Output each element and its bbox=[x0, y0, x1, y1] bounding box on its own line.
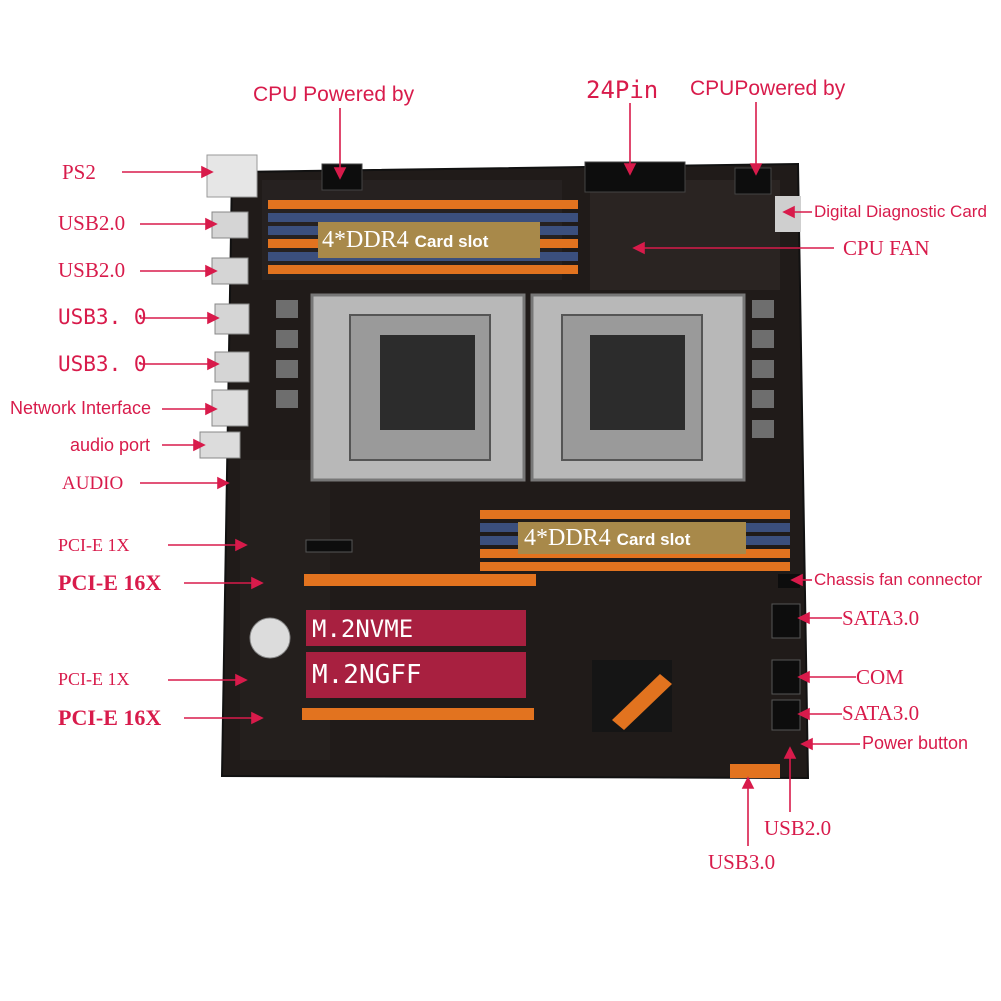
usb30-label-a: USB3. 0 bbox=[58, 305, 147, 329]
ps2-port bbox=[206, 154, 258, 198]
diag-card-label: Digital Diagnostic Card bbox=[814, 202, 987, 221]
ps2-label: PS2 bbox=[62, 160, 96, 184]
m2-nvme-label: M.2NVME bbox=[312, 615, 414, 643]
pcie-16x-slot-a bbox=[304, 574, 536, 586]
sata-label-b: SATA3.0 bbox=[842, 701, 920, 725]
usb30-port-a bbox=[214, 303, 250, 335]
sata-connector-b bbox=[771, 699, 801, 731]
sata-label-a: SATA3.0 bbox=[842, 606, 920, 630]
ddr-middle-overlay bbox=[518, 522, 746, 554]
cpu-fan-label: CPU FAN bbox=[843, 236, 930, 260]
usb30-bottom-label: USB3.0 bbox=[708, 850, 776, 874]
pcie-16x-slot-b bbox=[302, 708, 534, 720]
pcie-1x-label-b: PCI-E 1X bbox=[58, 669, 130, 689]
sata-connector-a bbox=[771, 603, 801, 639]
pcie-16x-label-a: PCI-E 16X bbox=[58, 570, 162, 595]
audio-port-label: audio port bbox=[70, 435, 151, 455]
usb30-label-b: USB3. 0 bbox=[58, 352, 147, 376]
usb20-bottom-label: USB2.0 bbox=[764, 816, 832, 840]
audio-label: AUDIO bbox=[62, 473, 124, 494]
pcie-1x-slot-a bbox=[305, 539, 353, 553]
24pin-label: 24Pin bbox=[586, 76, 659, 104]
cpu-power-right-label: CPUPowered by bbox=[690, 77, 846, 100]
com-header bbox=[771, 659, 801, 695]
cpu-socket-left bbox=[310, 293, 526, 482]
usb30-port-b bbox=[214, 351, 250, 383]
com-label: COM bbox=[856, 665, 904, 689]
audio-port bbox=[199, 431, 241, 459]
pcie-1x-label-a: PCI-E 1X bbox=[58, 535, 130, 555]
cpu-power-left-label: CPU Powered by bbox=[253, 83, 415, 106]
network-label: Network Interface bbox=[10, 398, 152, 418]
usb20-port-b bbox=[211, 257, 249, 285]
usb30-header-bottom bbox=[730, 764, 780, 778]
pcie-16x-label-b: PCI-E 16X bbox=[58, 705, 162, 730]
cmos-battery bbox=[249, 617, 291, 659]
m2-ngff-label: M.2NGFF bbox=[312, 660, 422, 690]
m2-nvme-overlay bbox=[306, 610, 526, 646]
power-button-label: Power button bbox=[862, 733, 969, 753]
m2-ngff-overlay bbox=[306, 652, 526, 698]
cpu-power-connector-right bbox=[734, 167, 772, 195]
usb20-label-b: USB2.0 bbox=[58, 258, 126, 282]
usb20-label-a: USB2.0 bbox=[58, 211, 126, 235]
ddr-top-label: 4*DDR4 Card slot bbox=[322, 227, 489, 253]
atx-24pin-connector bbox=[584, 161, 686, 193]
chassis-fan-label: Chassis fan connector bbox=[814, 570, 983, 589]
usb20-port-a bbox=[211, 211, 249, 239]
ddr-middle-label: 4*DDR4 Card slot bbox=[524, 525, 691, 551]
cpu-socket-right bbox=[530, 293, 746, 482]
ddr-top-overlay bbox=[318, 222, 540, 258]
chassis-fan-connector bbox=[778, 574, 800, 588]
network-port bbox=[211, 389, 249, 427]
